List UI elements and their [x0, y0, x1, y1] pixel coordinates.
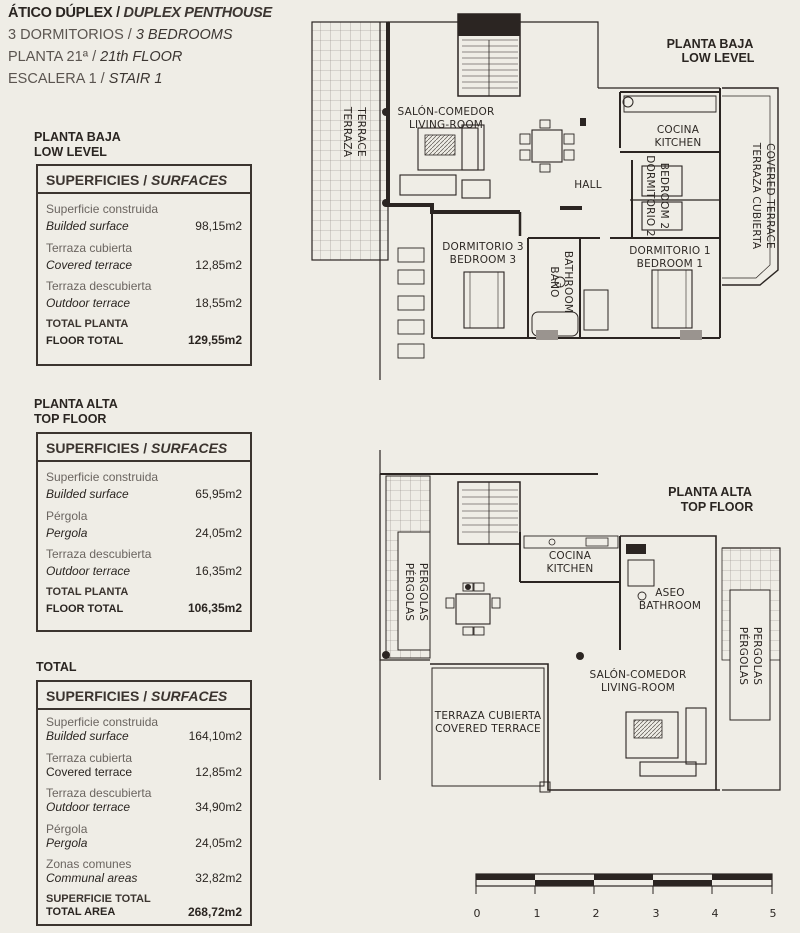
low-terrace-label-2: TERRACE [355, 106, 367, 157]
low-plan-labels: PLANTA BAJA LOW LEVEL TERRAZA TERRACE SA… [341, 37, 776, 313]
top-covered-label-es: TERRAZA CUBIERTA [434, 710, 542, 722]
header: ÁTICO DÚPLEX / DUPLEX PENTHOUSE 3 DORMIT… [8, 2, 272, 90]
low-bed2-label-en: BEDROOM 2 [658, 163, 670, 230]
header-bedrooms: 3 DORMITORIOS / 3 BEDROOMS [8, 27, 233, 43]
low-covered-label-en: COVERED TERRACE [764, 143, 776, 249]
low-bath-label-es: BAÑO [548, 266, 561, 297]
top-living-label-en: LIVING-ROOM [601, 682, 675, 694]
scale-label-3: 3 [653, 907, 660, 920]
header-title: ÁTICO DÚPLEX / DUPLEX PENTHOUSE [8, 5, 272, 21]
top-kitchen-label-en: KITCHEN [547, 563, 594, 575]
scale-label-1: 1 [534, 907, 541, 920]
scale-label-4: 4 [712, 907, 719, 920]
low-hall-label: HALL [574, 179, 602, 191]
top-dining-table [455, 593, 491, 625]
low-dining-table [531, 129, 563, 163]
total-surfaces-box: SUPERFICIES / SURFACES Superficie constr… [36, 680, 252, 926]
low-bed1-label-en: BEDROOM 1 [637, 258, 704, 270]
low-surfaces-box: SUPERFICIES / SURFACES Superficie constr… [36, 164, 252, 366]
top-pergolas-right [729, 589, 771, 721]
top-pergolas-right-label-1: PÉRGOLAS [737, 627, 750, 685]
low-kitchen-label-en: KITCHEN [655, 137, 702, 149]
low-bed2-label-es: DORMITORIO 2 [644, 155, 656, 237]
top-aseo-label-en: BATHROOM [639, 600, 701, 612]
header-stair: ESCALERA 1 / STAIR 1 [8, 71, 163, 87]
top-covered-label-en: COVERED TERRACE [435, 723, 541, 735]
low-plan-title-en: LOW LEVEL [682, 51, 755, 65]
scale-label-5: 5 [770, 907, 777, 920]
low-plan-title-es: PLANTA BAJA [667, 37, 754, 51]
top-sofa [625, 711, 679, 759]
scale-label-2: 2 [593, 907, 600, 920]
top-pergolas-left-label-2: PERGOLAS [417, 563, 429, 621]
top-pergolas-left [397, 531, 431, 651]
top-pergolas-right-label-2: PERGOLAS [751, 627, 763, 685]
low-bed-2b [641, 201, 683, 231]
scale-bar: 0 1 2 3 4 5 [474, 873, 777, 920]
low-level-plan [311, 13, 779, 380]
low-bed3-label-en: BEDROOM 3 [450, 254, 517, 266]
low-surfaces-header: SUPERFICIES / SURFACES [38, 166, 250, 194]
scale-label-0: 0 [474, 907, 481, 920]
top-plan-title-en: TOP FLOOR [681, 500, 753, 514]
low-bath-label-en: BATHROOM [562, 251, 574, 313]
top-surfaces-box: SUPERFICIES / SURFACES Superficie constr… [36, 432, 252, 632]
low-terrace-label-1: TERRAZA [341, 106, 353, 158]
low-living-label-en: LIVING-ROOM [409, 119, 483, 131]
total-section-title: TOTAL [36, 660, 77, 674]
low-bed1-label-es: DORMITORIO 1 [629, 245, 711, 257]
top-plan-title-es: PLANTA ALTA [668, 485, 752, 499]
top-aseo-label-es: ASEO [655, 587, 685, 599]
top-floor-plan [379, 450, 781, 793]
low-bed-2a [641, 165, 683, 197]
total-surfaces-header: SUPERFICIES / SURFACES [38, 682, 250, 710]
low-covered-label-es: TERRAZA CUBIERTA [750, 142, 762, 250]
low-bed-3 [463, 271, 505, 329]
low-kitchen-label-es: COCINA [657, 124, 700, 136]
top-plan-labels: PLANTA ALTA TOP FLOOR PÉRGOLAS PERGOLAS … [403, 485, 763, 735]
low-living-label-es: SALÓN-COMEDOR [398, 105, 495, 118]
top-living-label-es: SALÓN-COMEDOR [590, 668, 687, 681]
top-pergolas-left-label-1: PÉRGOLAS [403, 563, 416, 621]
top-kitchen-label-es: COCINA [549, 550, 592, 562]
top-surfaces-header: SUPERFICIES / SURFACES [38, 434, 250, 462]
low-bed3-label-es: DORMITORIO 3 [442, 241, 524, 253]
low-bed-1 [651, 269, 693, 329]
header-floor: PLANTA 21ª / 21th FLOOR [8, 49, 183, 65]
